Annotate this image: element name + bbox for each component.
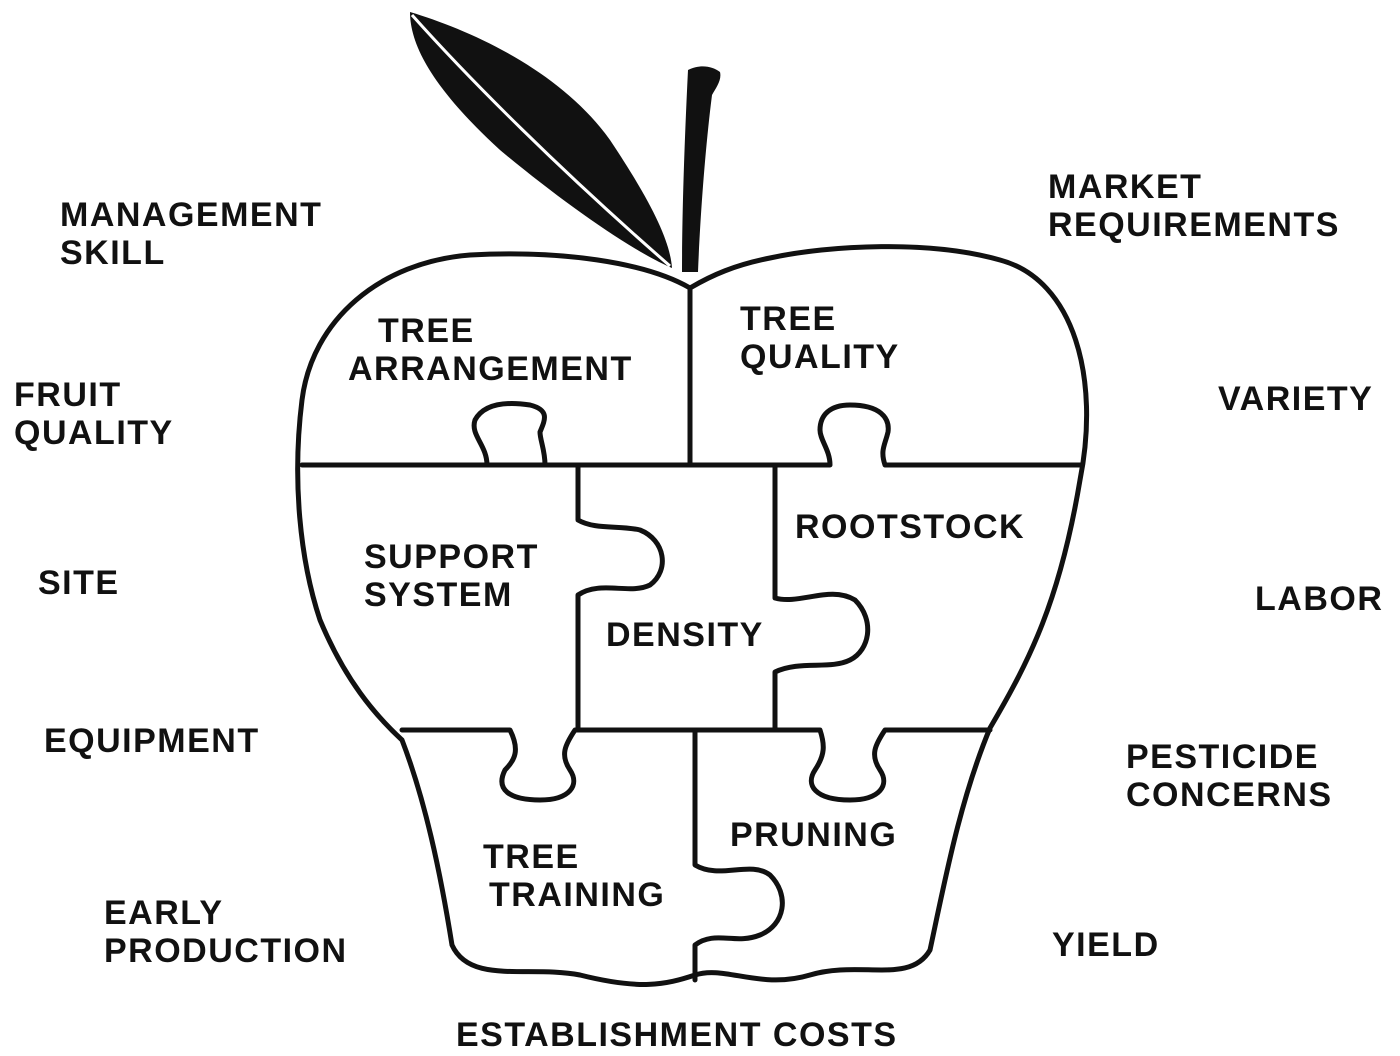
factor-label-line: REQUIREMENTS	[1048, 206, 1340, 244]
factor-label-line: LABOR	[1255, 580, 1384, 618]
factor-label-line: QUALITY	[14, 414, 174, 452]
piece-label-line: SYSTEM	[364, 576, 513, 614]
divider-bottom-vertical	[692, 727, 785, 983]
leaf-shape	[410, 12, 672, 268]
piece-label-line: TRAINING	[489, 876, 666, 914]
factor-label-line: ESTABLISHMENT COSTS	[456, 1016, 898, 1054]
piece-tree-training: TREE TRAINING	[483, 838, 665, 914]
piece-label-line: ROOTSTOCK	[795, 508, 1026, 546]
factor-label-line: MANAGEMENT	[60, 196, 323, 234]
factor-early-production: EARLY PRODUCTION	[104, 894, 348, 970]
piece-label-line: TREE	[483, 838, 580, 876]
factor-label-line: YIELD	[1052, 926, 1160, 964]
factor-yield: YIELD	[1052, 926, 1160, 964]
factor-label-line: SKILL	[60, 234, 166, 272]
divider-upper-horizontal	[299, 401, 1085, 468]
divider-density-left	[575, 462, 665, 731]
piece-label-line: PRUNING	[730, 816, 898, 854]
factor-management-skill: MANAGEMENT SKILL	[60, 196, 322, 272]
factor-fruit-quality: FRUIT QUALITY	[14, 376, 174, 452]
factor-variety: VARIETY	[1218, 380, 1373, 418]
piece-tree-quality: TREE QUALITY	[740, 300, 900, 376]
factor-label-line: VARIETY	[1218, 380, 1374, 418]
piece-density: DENSITY	[606, 616, 764, 654]
leaf-vein	[410, 14, 671, 268]
piece-label-line: TREE	[378, 312, 475, 350]
factor-label-line: EARLY	[104, 894, 224, 932]
piece-label-line: ARRANGEMENT	[348, 350, 633, 388]
factor-label-line: MARKET	[1048, 168, 1203, 206]
factor-label-line: SITE	[38, 564, 120, 602]
factor-labor: LABOR	[1255, 580, 1383, 618]
factor-market-requirements: MARKET REQUIREMENTS	[1048, 168, 1340, 244]
piece-tree-arrangement: TREE ARRANGEMENT	[348, 312, 633, 388]
piece-pruning: PRUNING	[730, 816, 897, 854]
factor-label-line: PESTICIDE	[1126, 738, 1319, 776]
piece-label-line: QUALITY	[740, 338, 900, 376]
piece-label-line: SUPPORT	[364, 538, 539, 576]
piece-label-line: TREE	[740, 300, 837, 338]
factor-equipment: EQUIPMENT	[44, 722, 260, 760]
factor-label-line: FRUIT	[14, 376, 122, 414]
factor-pesticide-concerns: PESTICIDE CONCERNS	[1126, 738, 1333, 814]
piece-rootstock: ROOTSTOCK	[795, 508, 1025, 546]
divider-density-right	[772, 462, 871, 731]
piece-support-system: SUPPORT SYSTEM	[364, 538, 539, 614]
piece-label-line: DENSITY	[606, 616, 764, 654]
factor-label-line: PRODUCTION	[104, 932, 348, 970]
factor-label-line: EQUIPMENT	[44, 722, 260, 760]
factor-establishment-costs: ESTABLISHMENT COSTS	[456, 1016, 898, 1054]
factor-label-line: CONCERNS	[1126, 776, 1333, 814]
factor-site: SITE	[38, 564, 120, 602]
apple-stem	[682, 66, 721, 272]
